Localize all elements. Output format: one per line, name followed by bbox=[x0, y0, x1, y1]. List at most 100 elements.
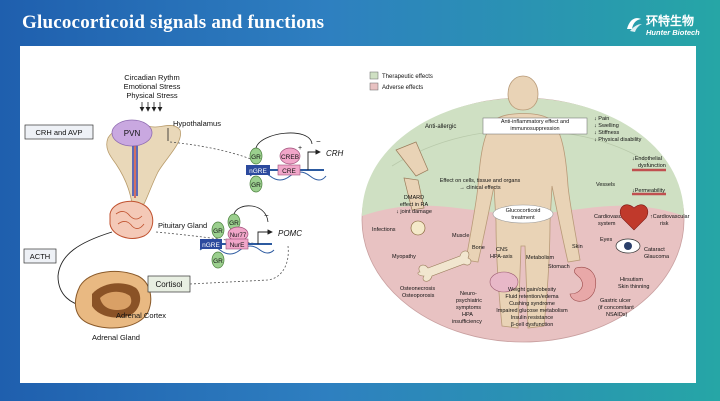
cardio-1: Cardiovascular bbox=[594, 214, 631, 220]
dmard-1: DMARD bbox=[404, 195, 424, 201]
effects-diagram: Therapeutic effects Adverse effects Gluc… bbox=[361, 71, 690, 343]
nure-label: NurE bbox=[230, 242, 245, 249]
bacteria-icon bbox=[410, 220, 426, 236]
pvn-nucleus bbox=[111, 119, 153, 147]
cns-2: HPA-axis bbox=[490, 254, 513, 260]
stress-line-3: Physical Stress bbox=[126, 91, 178, 100]
metabolic-2: Fluid retention/edema bbox=[505, 294, 559, 300]
legend-adverse: Adverse effects bbox=[382, 85, 423, 91]
crh-avp-label: CRH and AVP bbox=[36, 128, 83, 137]
brand-name-en: Hunter Biotech bbox=[646, 28, 700, 37]
cells-1: Effect on cells, tissue and organs bbox=[440, 178, 521, 184]
pain-2: ↓ Swelling bbox=[594, 123, 619, 129]
cataract-1: Cataract bbox=[644, 247, 665, 253]
ngre-label-2: nGRE bbox=[202, 242, 220, 249]
heart-icon bbox=[619, 204, 649, 231]
knee-joint-icon bbox=[395, 141, 429, 211]
endothelial-2: dysfunction bbox=[638, 163, 666, 169]
brand-logo: 环特生物 Hunter Biotech bbox=[624, 12, 708, 38]
treatment-oval bbox=[492, 204, 554, 224]
eyes-label: Eyes bbox=[600, 237, 612, 243]
dmard-3: ↓ joint damage bbox=[396, 209, 432, 215]
pain-1: ↓ Pain bbox=[594, 116, 609, 122]
pituitary-gland bbox=[109, 200, 154, 239]
hypothalamus-label: Hypothalamus bbox=[173, 119, 221, 128]
adrenal-cortex-label: Adrenal Cortex bbox=[116, 311, 166, 320]
anti-inflammatory-label: Anti-inflammatory effect and immunosuppr… bbox=[500, 119, 570, 132]
metabolic-6: β-cell dysfunction bbox=[511, 322, 554, 328]
legend-therapeutic-swatch bbox=[369, 71, 379, 80]
cns-1: CNS bbox=[496, 247, 508, 253]
neuro-1: Neuro- bbox=[460, 291, 477, 297]
cre-label: CRE bbox=[282, 168, 296, 175]
minus-sign-1: − bbox=[316, 137, 321, 146]
brain-icon bbox=[489, 271, 519, 293]
osteo-2: Osteoporosis bbox=[402, 293, 435, 299]
muscle-label: Muscle bbox=[452, 233, 469, 239]
gastric-2: (if concomitant bbox=[598, 305, 634, 311]
anti-inflammatory-box bbox=[482, 117, 588, 135]
skin-label: Skin bbox=[572, 244, 583, 250]
neuro-3: symptoms bbox=[456, 305, 481, 311]
hirsutism-2: Skin thinning bbox=[618, 284, 650, 290]
adrenal-gland-label: Adrenal Gland bbox=[92, 333, 140, 342]
stress-arrows bbox=[139, 102, 163, 112]
portal-vessels bbox=[132, 146, 138, 196]
legend-adverse-swatch bbox=[369, 82, 379, 91]
nur77-label: Nur77 bbox=[230, 233, 247, 239]
crh-avp-box bbox=[24, 124, 94, 140]
gr-label-3: GR bbox=[213, 228, 223, 235]
pituitary-label: Pituitary Gland bbox=[158, 221, 207, 230]
metabolism-label: Metabolism bbox=[526, 255, 555, 261]
pain-3: ↓ Stiffness bbox=[594, 130, 620, 136]
gr-label-5: GR bbox=[229, 220, 239, 227]
cardio-2: system bbox=[598, 221, 616, 227]
cataract-2: Glaucoma bbox=[644, 254, 670, 260]
creb-label: CREB bbox=[281, 154, 299, 161]
cardio-risk-2: risk bbox=[660, 221, 669, 227]
legend-therapeutic: Therapeutic effects bbox=[382, 74, 433, 80]
crh-promoter: GR GR nGRE CREB CRE CRH − + bbox=[246, 132, 344, 193]
ngre-label-1: nGRE bbox=[249, 168, 267, 175]
hirsutism-1: Hirsutism bbox=[620, 277, 643, 283]
metabolic-5: Insulin resistance bbox=[511, 315, 554, 321]
human-figure bbox=[465, 75, 581, 329]
slide-title: Glucocorticoid signals and functions bbox=[22, 12, 325, 33]
endothelial-1: ↓Endothelial bbox=[632, 156, 662, 162]
cortisol-label: Cortisol bbox=[155, 280, 182, 289]
neuro-5: insufficiency bbox=[452, 319, 482, 325]
dmard-2: effect in RA bbox=[400, 202, 429, 208]
crh-gene-label: CRH bbox=[326, 149, 344, 158]
figure-canvas: Circadian Rythm Emotional Stress Physica… bbox=[23, 71, 690, 343]
bone-icon bbox=[417, 250, 472, 282]
minus-sign-2: − bbox=[264, 211, 269, 220]
anti-allergic-label: Anti-allergic bbox=[425, 124, 456, 130]
pvn-label: PVN bbox=[124, 129, 141, 138]
metabolic-1: Weight gain/obesity bbox=[508, 287, 556, 293]
wechat-icon bbox=[522, 359, 542, 376]
gastric-1: Gastric ulcer bbox=[600, 298, 631, 304]
osteo-1: Osteonecrosis bbox=[400, 286, 435, 292]
cells-2: → clinical effects bbox=[459, 185, 500, 191]
cardio-risk-1: ↑Cardiovascular bbox=[650, 214, 690, 220]
myopathy-label: Myopathy bbox=[392, 254, 416, 260]
permeability-label: ↓Permeability bbox=[632, 188, 665, 194]
figure-panel: Circadian Rythm Emotional Stress Physica… bbox=[20, 46, 696, 383]
treatment-line-2: treatment bbox=[511, 215, 535, 221]
metabolic-4: Impaired glucose metabolism bbox=[496, 308, 568, 314]
gr-label-2: GR bbox=[251, 182, 261, 189]
gr-label-4: GR bbox=[213, 258, 223, 265]
acth-label: ACTH bbox=[30, 252, 50, 261]
vessels-label: Vessels bbox=[596, 182, 615, 188]
neuro-2: psychiatric bbox=[456, 298, 482, 304]
stress-line-1: Circadian Rythm bbox=[124, 73, 179, 82]
pomc-promoter: GR GR nGRE GR Nur77 NurE POMC − bbox=[199, 205, 302, 269]
watermark-text: 环特 | 智鱼优检 bbox=[546, 363, 637, 378]
infections-label: Infections bbox=[372, 227, 396, 233]
neuro-4: HPA bbox=[462, 312, 473, 318]
acth-box bbox=[23, 248, 57, 264]
stomach-label: Stomach bbox=[548, 264, 570, 270]
pomc-gene-label: POMC bbox=[278, 229, 302, 238]
gastric-3: NSAIDs) bbox=[606, 312, 628, 318]
